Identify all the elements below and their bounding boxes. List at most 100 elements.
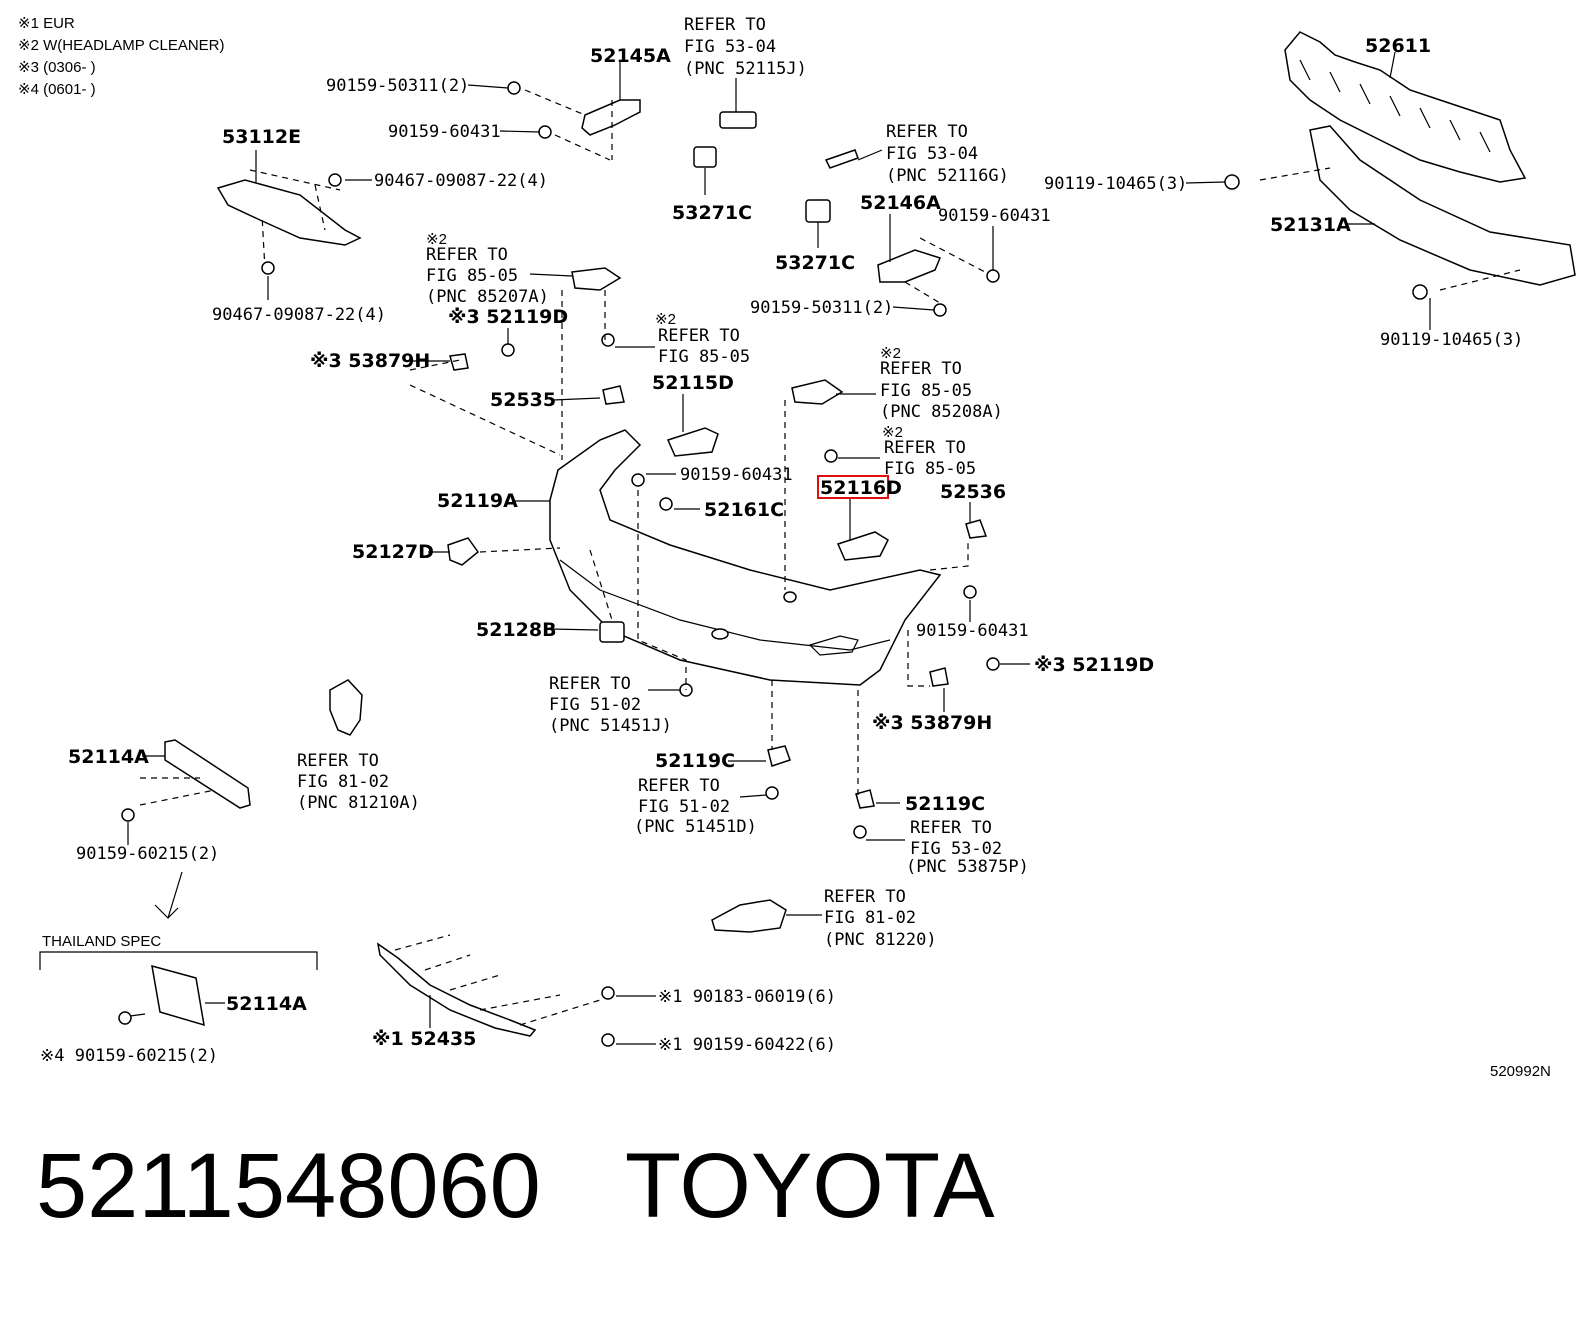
label-90159-60431-d[interactable]: 90159-60431 bbox=[916, 621, 1029, 641]
label-52161C[interactable]: 52161C bbox=[704, 499, 784, 521]
label-52114A-b[interactable]: 52114A bbox=[226, 993, 307, 1015]
refer-r5[interactable]: ※2 REFER TO FIG 85-05 (PNC 85208A) bbox=[880, 345, 1003, 422]
svg-text:FIG 53-02: FIG 53-02 bbox=[910, 839, 1002, 859]
label-90159-60431-b[interactable]: 90159-60431 bbox=[938, 206, 1051, 226]
fastener-labels: 90159-50311(2) 90159-60431 90467-09087-2… bbox=[40, 76, 1551, 1080]
svg-text:(PNC 85207A): (PNC 85207A) bbox=[426, 287, 549, 307]
bracket-52146A-dash bbox=[904, 237, 986, 307]
svg-text:(PNC 81210A): (PNC 81210A) bbox=[297, 793, 420, 813]
label-90159-60215-b[interactable]: ※4 90159-60215(2) bbox=[40, 1046, 218, 1066]
label-90119-a[interactable]: 90119-10465(3) bbox=[1044, 174, 1187, 194]
svg-text:FIG 81-02: FIG 81-02 bbox=[824, 908, 916, 928]
label-52611[interactable]: 52611 bbox=[1365, 35, 1431, 57]
refer-r8[interactable]: REFER TO FIG 81-02 (PNC 81210A) bbox=[297, 751, 420, 813]
label-52119D-b[interactable]: ※3 52119D bbox=[1034, 654, 1154, 676]
reinforcement-dash-2 bbox=[1439, 269, 1521, 291]
label-52114A-a[interactable]: 52114A bbox=[68, 746, 149, 768]
bracket-52146A-shape bbox=[877, 249, 942, 283]
label-90119-b[interactable]: 90119-10465(3) bbox=[1380, 330, 1523, 350]
refer-r1[interactable]: REFER TO FIG 53-04 (PNC 52115J) bbox=[684, 15, 807, 79]
label-90467-a[interactable]: 90467-09087-22(4) bbox=[374, 171, 548, 191]
svg-text:REFER TO: REFER TO bbox=[886, 122, 968, 142]
label-90159-50311-b[interactable]: 90159-50311(2) bbox=[750, 298, 893, 318]
label-53879H-b[interactable]: ※3 53879H bbox=[872, 712, 992, 734]
parts-diagram: ※1 EUR ※2 W(HEADLAMP CLEANER) ※3 (0306- … bbox=[18, 15, 1576, 1080]
label-90159-60215-a[interactable]: 90159-60215(2) bbox=[76, 844, 219, 864]
svg-text:REFER TO: REFER TO bbox=[549, 674, 631, 694]
refer-r9[interactable]: REFER TO FIG 51-02 (PNC 51451D) bbox=[634, 776, 757, 837]
refer-r10[interactable]: REFER TO FIG 53-02 (PNC 53875P) bbox=[906, 818, 1029, 877]
label-53879H-a[interactable]: ※3 53879H bbox=[310, 350, 430, 372]
svg-text:※2: ※2 bbox=[426, 231, 447, 248]
cover-dash-1 bbox=[249, 169, 341, 271]
grille-dash bbox=[394, 934, 601, 1026]
svg-text:REFER TO: REFER TO bbox=[880, 359, 962, 379]
lower-grille-52435-shape bbox=[376, 942, 537, 1037]
svg-text:※2: ※2 bbox=[655, 311, 676, 328]
notes-legend: ※1 EUR ※2 W(HEADLAMP CLEANER) ※3 (0306- … bbox=[18, 15, 225, 98]
label-52119C-b[interactable]: 52119C bbox=[905, 793, 985, 815]
label-90159-50311-a[interactable]: 90159-50311(2) bbox=[326, 76, 469, 96]
label-53112E[interactable]: 53112E bbox=[222, 126, 301, 148]
label-52116D[interactable]: 52116D bbox=[820, 477, 902, 499]
svg-text:※2: ※2 bbox=[880, 345, 901, 362]
label-52131A[interactable]: 52131A bbox=[1270, 214, 1351, 236]
label-52535[interactable]: 52535 bbox=[490, 389, 556, 411]
connector-53271C-a-shape bbox=[693, 146, 717, 168]
svg-text:FIG 81-02: FIG 81-02 bbox=[297, 772, 389, 792]
diagram-code: 520992N bbox=[1490, 1063, 1551, 1080]
label-53271C-a[interactable]: 53271C bbox=[672, 202, 752, 224]
label-52119C-a[interactable]: 52119C bbox=[655, 750, 735, 772]
highlight-box-52116D bbox=[817, 475, 889, 499]
retainer-52115D-shape bbox=[666, 427, 719, 457]
refer-r7[interactable]: REFER TO FIG 51-02 (PNC 51451J) bbox=[549, 674, 672, 736]
note-1: ※1 EUR bbox=[18, 15, 75, 32]
footer-part-number: 5211548060 bbox=[36, 1135, 541, 1237]
svg-text:(PNC 51451J): (PNC 51451J) bbox=[549, 716, 672, 736]
svg-text:(PNC 52116G): (PNC 52116G) bbox=[886, 166, 1009, 186]
fog-lamp-81220-shape bbox=[711, 899, 787, 933]
svg-text:FIG 85-05: FIG 85-05 bbox=[880, 381, 972, 401]
label-52119D-a[interactable]: ※3 52119D bbox=[448, 306, 568, 328]
label-90183-06019[interactable]: ※1 90183-06019(6) bbox=[658, 987, 836, 1007]
svg-text:(PNC 85208A): (PNC 85208A) bbox=[880, 402, 1003, 422]
bumper-hole-2 bbox=[711, 628, 729, 640]
label-52115D[interactable]: 52115D bbox=[652, 372, 734, 394]
svg-text:(PNC 53875P): (PNC 53875P) bbox=[906, 857, 1029, 877]
svg-text:REFER TO: REFER TO bbox=[910, 818, 992, 838]
label-52536[interactable]: 52536 bbox=[940, 481, 1006, 503]
label-52145A[interactable]: 52145A bbox=[590, 45, 671, 67]
retainer-52116D-shape bbox=[836, 531, 889, 561]
energy-absorber-shape bbox=[1284, 31, 1527, 183]
label-52127D[interactable]: 52127D bbox=[352, 541, 434, 563]
bracket-52119C-a-shape bbox=[767, 745, 791, 767]
svg-text:REFER TO: REFER TO bbox=[824, 887, 906, 907]
refer-r3[interactable]: ※2 REFER TO FIG 85-05 (PNC 85207A) bbox=[426, 231, 549, 307]
svg-text:(PNC 81220): (PNC 81220) bbox=[824, 930, 937, 950]
side-marker-81210A-shape bbox=[329, 679, 363, 736]
svg-text:(PNC 51451D): (PNC 51451D) bbox=[634, 817, 757, 837]
svg-text:REFER TO: REFER TO bbox=[297, 751, 379, 771]
label-52128B[interactable]: 52128B bbox=[476, 619, 557, 641]
label-90159-60431-c[interactable]: 90159-60431 bbox=[680, 465, 793, 485]
assembly-lines bbox=[409, 290, 969, 795]
label-52119A[interactable]: 52119A bbox=[437, 490, 518, 512]
label-90467-b[interactable]: 90467-09087-22(4) bbox=[212, 305, 386, 325]
label-53271C-b[interactable]: 53271C bbox=[775, 252, 855, 274]
refer-r4[interactable]: ※2 REFER TO FIG 85-05 bbox=[655, 311, 750, 367]
note-3: ※3 (0306- ) bbox=[18, 59, 96, 76]
label-90159-60422[interactable]: ※1 90159-60422(6) bbox=[658, 1035, 836, 1055]
arrow-to-thai-spec bbox=[154, 871, 183, 920]
label-52435[interactable]: ※1 52435 bbox=[372, 1028, 476, 1050]
refer-r6[interactable]: ※2 REFER TO FIG 85-05 bbox=[882, 424, 976, 479]
refer-r11[interactable]: REFER TO FIG 81-02 (PNC 81220) bbox=[824, 887, 937, 950]
clip-53879H-a-shape bbox=[449, 353, 469, 371]
label-52146A[interactable]: 52146A bbox=[860, 192, 941, 214]
svg-text:FIG 53-04: FIG 53-04 bbox=[684, 37, 776, 57]
cap-52128B-shape bbox=[599, 621, 625, 643]
fog-lamp-opening bbox=[808, 635, 859, 656]
label-90159-60431-a[interactable]: 90159-60431 bbox=[388, 122, 501, 142]
refer-r2[interactable]: REFER TO FIG 53-04 (PNC 52116G) bbox=[886, 122, 1009, 186]
thailand-spec-box: THAILAND SPEC bbox=[39, 871, 318, 1027]
